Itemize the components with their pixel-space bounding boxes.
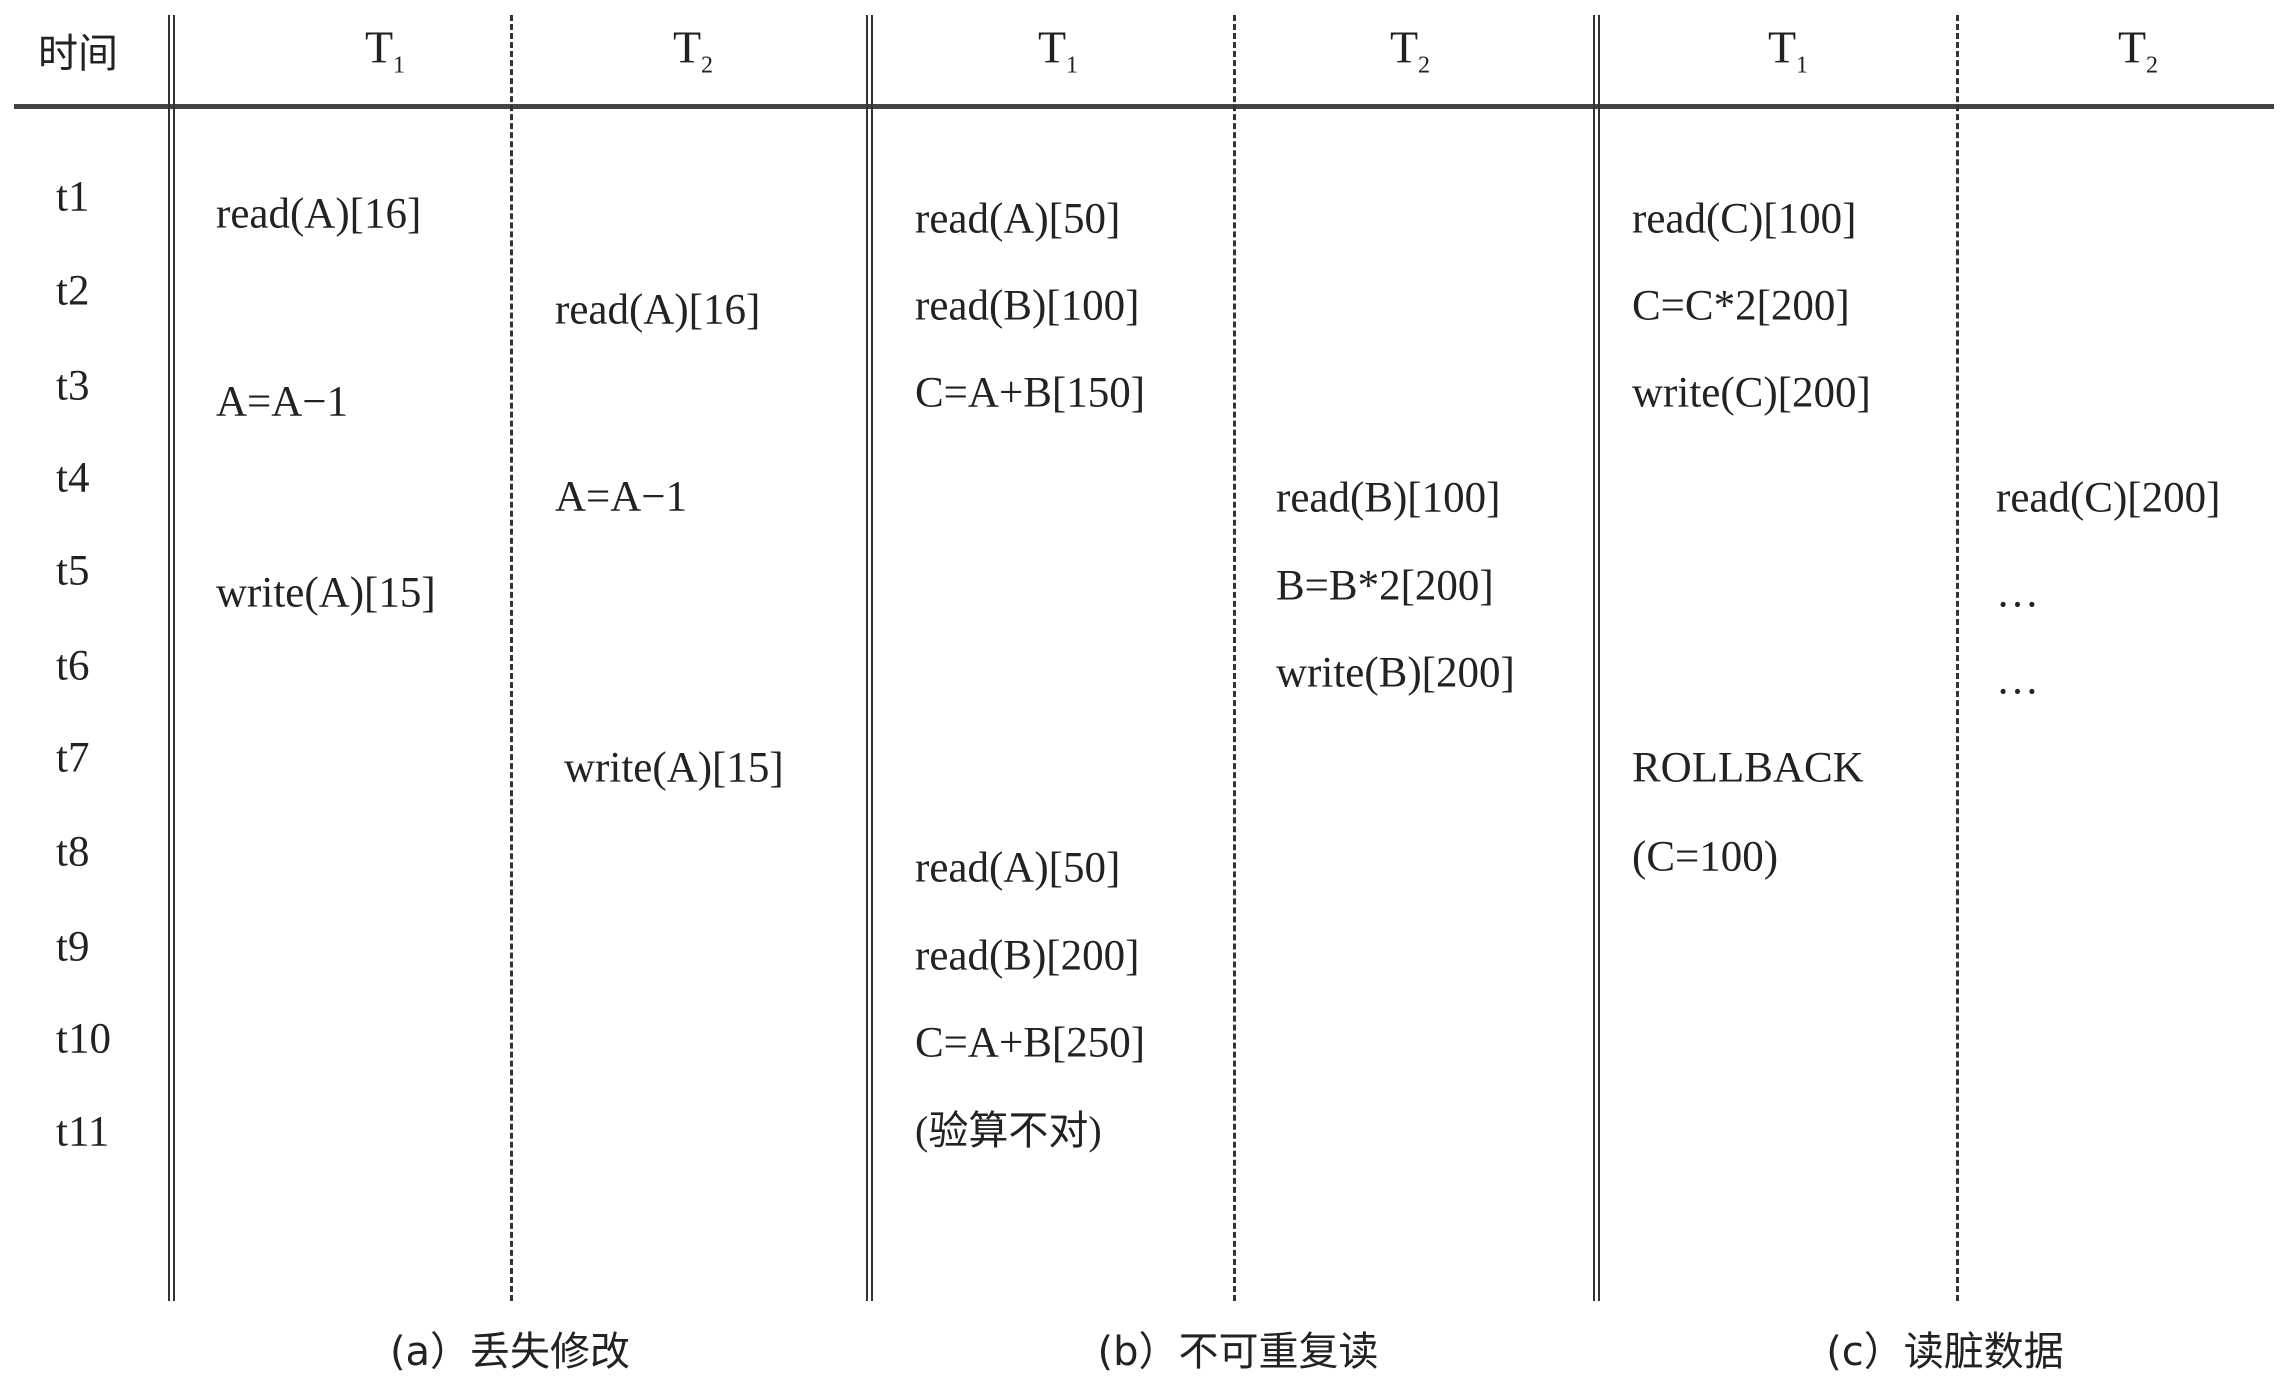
op-c-t1: write(C)[200]: [1632, 369, 1871, 417]
header-a-t2: T2: [672, 21, 714, 79]
caption-a: (a）丢失修改: [389, 1329, 631, 1375]
time-label: t11: [56, 1108, 110, 1156]
op-c-t1: ROLLBACK: [1632, 744, 1864, 792]
dashed-divider: [1233, 15, 1236, 1301]
time-label: t3: [56, 362, 90, 410]
caption-c: (c）读脏数据: [1826, 1329, 2064, 1375]
double-divider: [1593, 15, 1600, 1301]
op-c-t1: C=C*2[200]: [1632, 282, 1850, 330]
op-c-t2: …: [1996, 656, 2039, 704]
double-divider: [866, 15, 873, 1301]
time-label: t10: [56, 1015, 111, 1063]
header-time: 时间: [38, 31, 118, 77]
time-label: t8: [56, 828, 90, 876]
op-c-t2: …: [1996, 569, 2039, 617]
time-label: t6: [56, 642, 90, 690]
op-b-t1: C=A+B[150]: [915, 369, 1146, 417]
op-a-t1: A=A−1: [216, 378, 349, 426]
op-c-t1: read(C)[100]: [1632, 195, 1857, 243]
op-b-t2: write(B)[200]: [1276, 649, 1515, 697]
op-b-t1: (验算不对): [915, 1108, 1102, 1153]
op-a-t2: read(A)[16]: [555, 286, 761, 334]
header-c-t1: T1: [1767, 21, 1809, 79]
header-b-t1: T1: [1037, 21, 1079, 79]
dashed-divider: [510, 15, 513, 1301]
op-a-t2: A=A−1: [555, 473, 688, 521]
double-divider: [168, 15, 175, 1301]
header-rule: [14, 104, 2274, 109]
op-b-t2: B=B*2[200]: [1276, 562, 1494, 610]
header-b-t2: T2: [1389, 21, 1431, 79]
op-b-t1: read(A)[50]: [915, 844, 1121, 892]
op-b-t1: read(B)[100]: [915, 282, 1140, 330]
time-label: t5: [56, 547, 90, 595]
time-label: t9: [56, 923, 90, 971]
op-a-t1: write(A)[15]: [216, 569, 436, 617]
header-a-t1: T1: [364, 21, 406, 79]
time-label: t7: [56, 734, 90, 782]
dashed-divider: [1956, 15, 1959, 1301]
op-a-t1: read(A)[16]: [216, 190, 422, 238]
op-b-t1: read(B)[200]: [915, 932, 1140, 980]
time-label: t1: [56, 173, 90, 221]
op-a-t2: write(A)[15]: [564, 744, 784, 792]
time-label: t4: [56, 454, 90, 502]
op-c-t2: read(C)[200]: [1996, 474, 2221, 522]
time-label: t2: [56, 267, 90, 315]
op-b-t2: read(B)[100]: [1276, 474, 1501, 522]
op-c-t1: (C=100): [1632, 833, 1779, 881]
caption-b: (b）不可重复读: [1097, 1329, 1379, 1375]
header-c-t2: T2: [2117, 21, 2159, 79]
op-b-t1: C=A+B[250]: [915, 1019, 1146, 1067]
op-b-t1: read(A)[50]: [915, 195, 1121, 243]
